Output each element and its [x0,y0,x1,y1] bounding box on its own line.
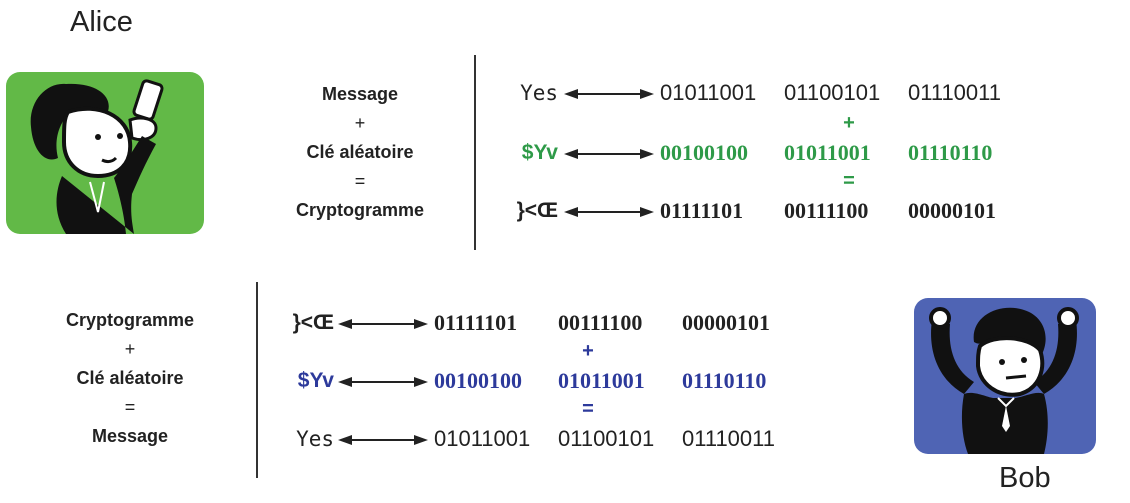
bob-eye [999,359,1005,365]
symbol-text: $Yv [521,141,558,164]
label-equals: = [354,171,366,191]
bob-arm [1034,320,1077,394]
bob-hair [973,307,1046,358]
byte: 00000101 [908,198,996,223]
alice-illustration [6,72,204,234]
equals-sign: = [843,170,855,192]
alice-body [56,136,156,234]
alice-face [61,106,133,179]
bits-group: 01011001 01100101 01110011 [660,80,1001,106]
byte: 01011001 [660,80,757,105]
plus-sign: + [582,340,594,362]
byte: 01011001 [784,140,871,165]
byte: 01011001 [434,426,531,451]
byte: 00000101 [682,310,770,335]
bits-group: 01111101 00111100 00000101 [660,198,996,224]
byte: 01110011 [682,426,775,451]
bob-arm [931,320,974,394]
alice-hair [30,83,109,160]
symbol-text: Yes [296,427,334,451]
equals-sign: = [582,398,594,420]
double-arrow-icon [338,435,428,445]
bob-name: Bob [999,462,1051,494]
alice-hand [128,116,158,142]
label-message: Message [321,84,399,104]
double-arrow-icon [338,319,428,329]
label-equals: = [124,397,136,417]
byte: 01111101 [660,198,744,223]
double-arrow-icon [564,89,654,99]
symbol-text: Yes [520,81,558,105]
alice-mouth [101,156,118,164]
plus-sign: + [843,112,855,134]
byte: 01110110 [682,368,767,393]
double-arrow-icon [564,207,654,217]
bob-fist [1057,307,1079,329]
label-key: Clé aléatoire [306,142,414,162]
bits-group: 00100100 01011001 01110110 [434,368,766,394]
alice-eye [95,134,101,140]
byte: 01100101 [784,80,881,105]
label-cipher: Cryptogramme [295,200,425,220]
alice-eye [117,133,123,139]
byte: 01110011 [908,80,1001,105]
byte: 01111101 [434,310,518,335]
bits-group: 01011001 01100101 01110011 [434,426,775,452]
byte: 00111100 [784,198,869,223]
byte: 01110110 [908,140,993,165]
top-divider [474,55,476,250]
bob-illustration [914,298,1096,454]
bits-group: 00100100 01011001 01110110 [660,140,992,166]
bob-face [975,336,1045,397]
alice-name: Alice [70,6,133,38]
label-cipher: Cryptogramme [65,310,195,330]
bottom-labels: Cryptogramme + Clé aléatoire = Message [60,306,200,451]
label-plus: + [124,339,136,359]
bob-mouth [1005,374,1027,380]
bob-fist [929,307,951,329]
symbol-text: }<Œ [292,311,334,334]
label-plus: + [354,113,366,133]
byte: 01100101 [558,426,655,451]
symbol-text: }<Œ [516,199,558,222]
bob-eye [1021,357,1027,363]
label-key: Clé aléatoire [76,368,184,388]
bottom-divider [256,282,258,478]
byte: 00100100 [660,140,748,165]
double-arrow-icon [338,377,428,387]
bob-tie [1002,406,1010,432]
alice-collar [89,181,105,213]
top-labels: Message + Clé aléatoire = Cryptogramme [290,80,430,225]
bits-group: 01111101 00111100 00000101 [434,310,770,336]
byte: 01011001 [558,368,645,393]
byte: 00100100 [434,368,522,393]
byte: 00111100 [558,310,643,335]
symbol-text: $Yv [297,369,334,392]
double-arrow-icon [564,149,654,159]
label-message: Message [91,426,169,446]
